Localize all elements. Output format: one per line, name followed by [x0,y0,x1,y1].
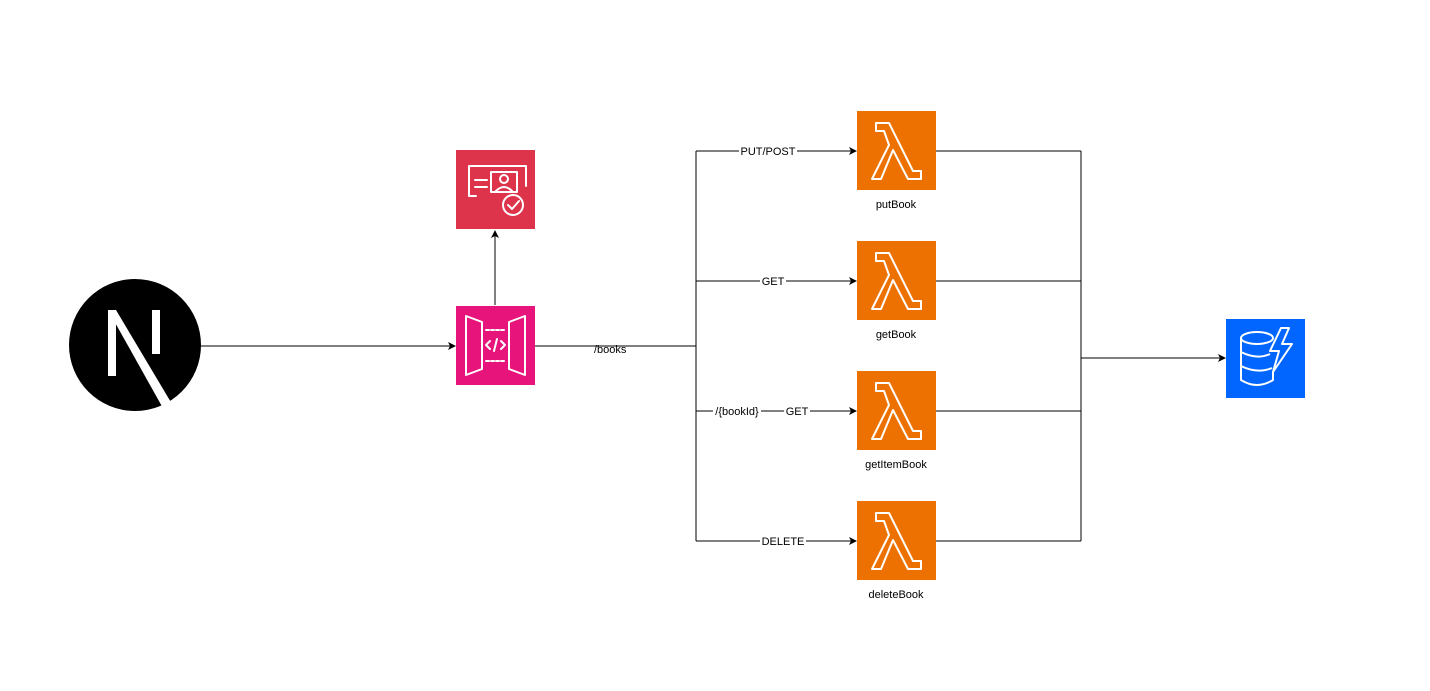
lambda-icon [871,382,922,440]
lambda-label-getitembook: getItemBook [865,459,927,471]
edge-label-delete: DELETE [762,536,805,548]
lambda-function-getbook[interactable]: getBook [857,241,936,341]
lambda-icon [871,122,922,180]
edge-labels: /books PUT/POST GET /{bookId} GET DELETE [594,145,810,548]
lambda-function-getitembook[interactable]: getItemBook [857,371,936,471]
edge-label-books: /books [594,344,627,356]
lambda-label-deletebook: deleteBook [868,589,924,601]
lambda-function-putbook[interactable]: putBook [857,111,936,211]
edge-label-bookid: /{bookId} [715,406,759,418]
lambda-label-getbook: getBook [876,329,917,341]
lambda-icon [871,512,922,570]
edge-label-get-item: GET [786,406,809,418]
edge-label-putpost: PUT/POST [740,146,795,158]
dynamodb-icon[interactable] [1226,319,1305,398]
cognito-identity-icon [456,150,535,229]
connectors [201,147,1226,545]
api-gateway-icon[interactable] [456,306,535,385]
lambda-label-putbook: putBook [876,199,917,211]
nextjs-logo-icon [69,279,201,411]
lambda-function-deletebook[interactable]: deleteBook [857,501,936,601]
edge-label-get: GET [762,276,785,288]
lambda-icon [871,252,922,310]
